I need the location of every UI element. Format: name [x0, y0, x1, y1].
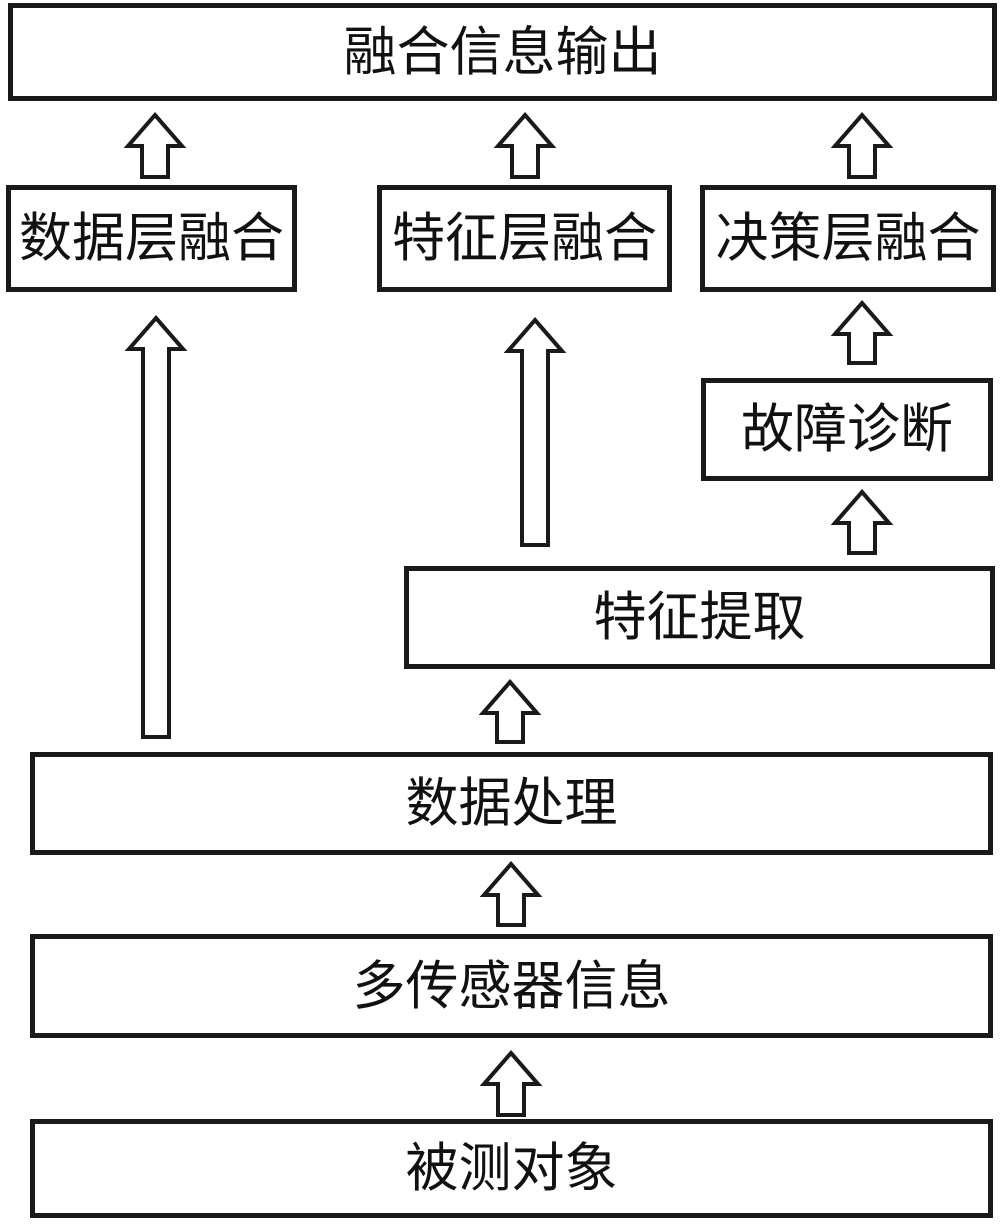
arrow-feature-fusion-to-output — [493, 111, 557, 179]
node-decision-layer-fusion: 决策层融合 — [700, 185, 996, 292]
node-feature-layer-fusion-label: 特征层融合 — [392, 208, 657, 269]
node-data-layer-fusion: 数据层融合 — [6, 185, 297, 292]
arrow-data-processing-to-feature-extraction — [478, 678, 542, 744]
arrow-fault-to-decision-fusion — [830, 299, 894, 365]
node-feature-extraction: 特征提取 — [404, 566, 995, 669]
arrow-data-processing-to-data-fusion — [124, 314, 188, 739]
arrow-decision-fusion-to-output — [830, 111, 894, 179]
node-feature-layer-fusion: 特征层融合 — [377, 185, 672, 292]
node-fault-diagnosis-label: 故障诊断 — [741, 399, 953, 460]
arrow-data-fusion-to-output — [123, 111, 187, 179]
node-fusion-output-label: 融合信息输出 — [343, 21, 662, 83]
node-measured-object: 被测对象 — [30, 1119, 993, 1218]
node-data-layer-fusion-label: 数据层融合 — [19, 208, 284, 269]
node-fusion-output: 融合信息输出 — [8, 3, 997, 101]
arrow-feature-extraction-to-feature-fusion — [503, 316, 567, 547]
arrow-multisensor-to-data-processing — [479, 860, 543, 927]
arrow-object-to-multisensor — [479, 1049, 543, 1117]
node-data-processing: 数据处理 — [30, 752, 993, 855]
arrow-feature-extraction-to-fault — [830, 488, 894, 555]
node-decision-layer-fusion-label: 决策层融合 — [715, 208, 981, 269]
node-feature-extraction-label: 特征提取 — [593, 587, 806, 648]
node-fault-diagnosis: 故障诊断 — [701, 378, 993, 481]
node-multisensor-info: 多传感器信息 — [30, 934, 993, 1038]
node-measured-object-label: 被测对象 — [405, 1138, 618, 1199]
node-data-processing-label: 数据处理 — [405, 773, 618, 834]
node-multisensor-info-label: 多传感器信息 — [352, 955, 671, 1017]
